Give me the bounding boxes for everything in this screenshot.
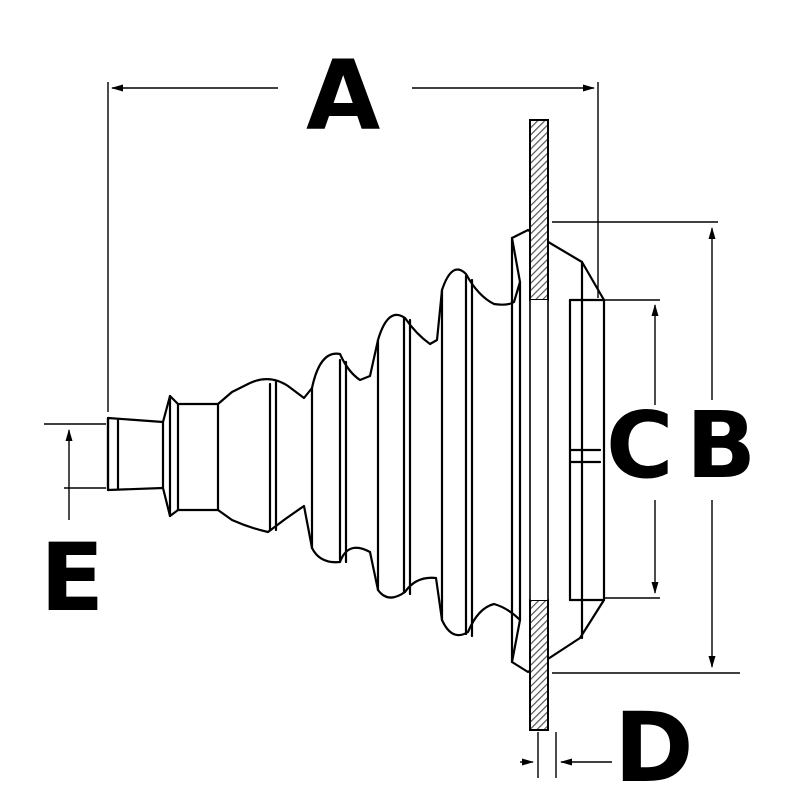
dimension-a [107,82,599,412]
bellows-outline [106,228,606,674]
dimension-d [520,732,612,778]
dimension-e [44,423,106,520]
dimension-label-b: B [686,392,757,499]
dimension-label-a: A [306,40,381,152]
dimension-label-d: D [614,692,694,804]
dimension-c [604,299,660,599]
dimension-label-c: C [606,392,674,499]
dimension-b [552,221,740,674]
panel-section [529,119,549,731]
dimension-label-e: E [40,524,105,633]
